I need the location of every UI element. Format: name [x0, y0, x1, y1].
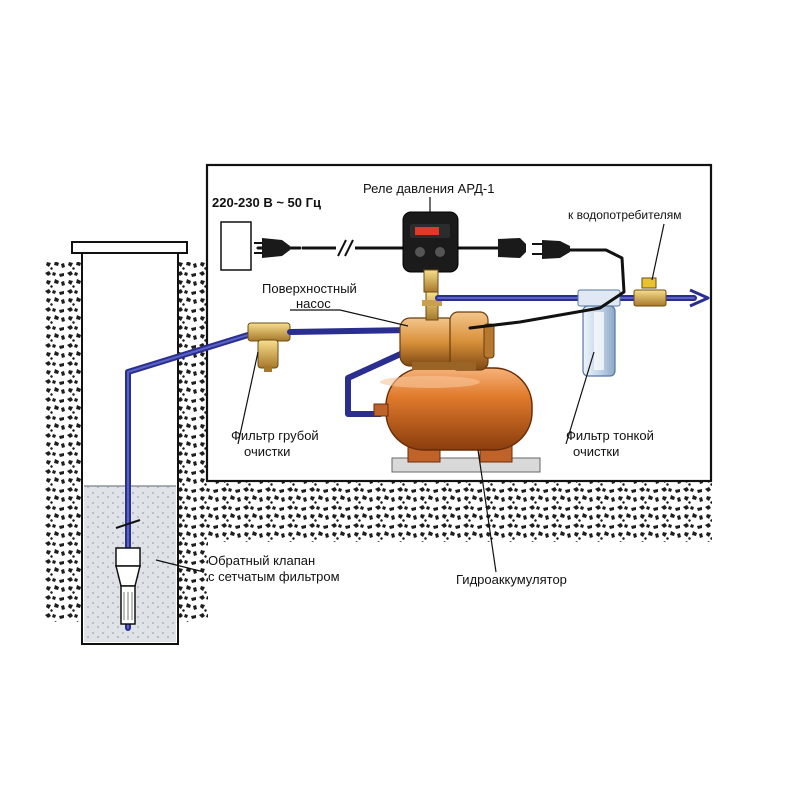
power-box	[220, 221, 252, 271]
ball-valve	[633, 277, 667, 307]
coarse-filter-label-1: Фильтр грубой	[231, 428, 319, 443]
relay-display	[415, 227, 439, 235]
coarse-filter	[247, 322, 291, 372]
pipe-to-pump	[287, 327, 415, 335]
accumulator-label: Гидроаккумулятор	[456, 572, 567, 587]
pipe-to-accumulator	[345, 349, 408, 417]
leader-lines	[155, 197, 665, 573]
hydro-accumulator	[373, 367, 541, 473]
power-plug-icon	[254, 238, 290, 258]
suction-pipe	[115, 332, 251, 631]
power-plug-icon-right	[532, 240, 570, 259]
flow-arrow-icon	[689, 288, 710, 308]
consumers-label: к водопотребителям	[568, 208, 682, 222]
check-valve	[115, 547, 141, 625]
check-valve-label-1: Обратный клапан	[208, 553, 315, 568]
check-valve-label-2: с сетчатым фильтром	[208, 569, 340, 584]
ground-under-house	[178, 480, 712, 542]
power-label: 220-230 В ~ 50 Гц	[212, 195, 321, 210]
power-socket-icon	[498, 238, 526, 258]
coarse-filter-label-2: очистки	[244, 444, 290, 459]
surface-pump-label-2: насос	[296, 296, 331, 311]
fine-filter-label-1: Фильтр тонкой	[566, 428, 654, 443]
pressure-relay-label: Реле давления АРД-1	[363, 181, 495, 196]
fine-filter	[577, 289, 621, 377]
surface-pump-label-1: Поверхностный	[262, 281, 357, 296]
fine-filter-label-2: очистки	[573, 444, 619, 459]
ground-left	[45, 262, 208, 622]
pressure-relay	[402, 211, 459, 293]
